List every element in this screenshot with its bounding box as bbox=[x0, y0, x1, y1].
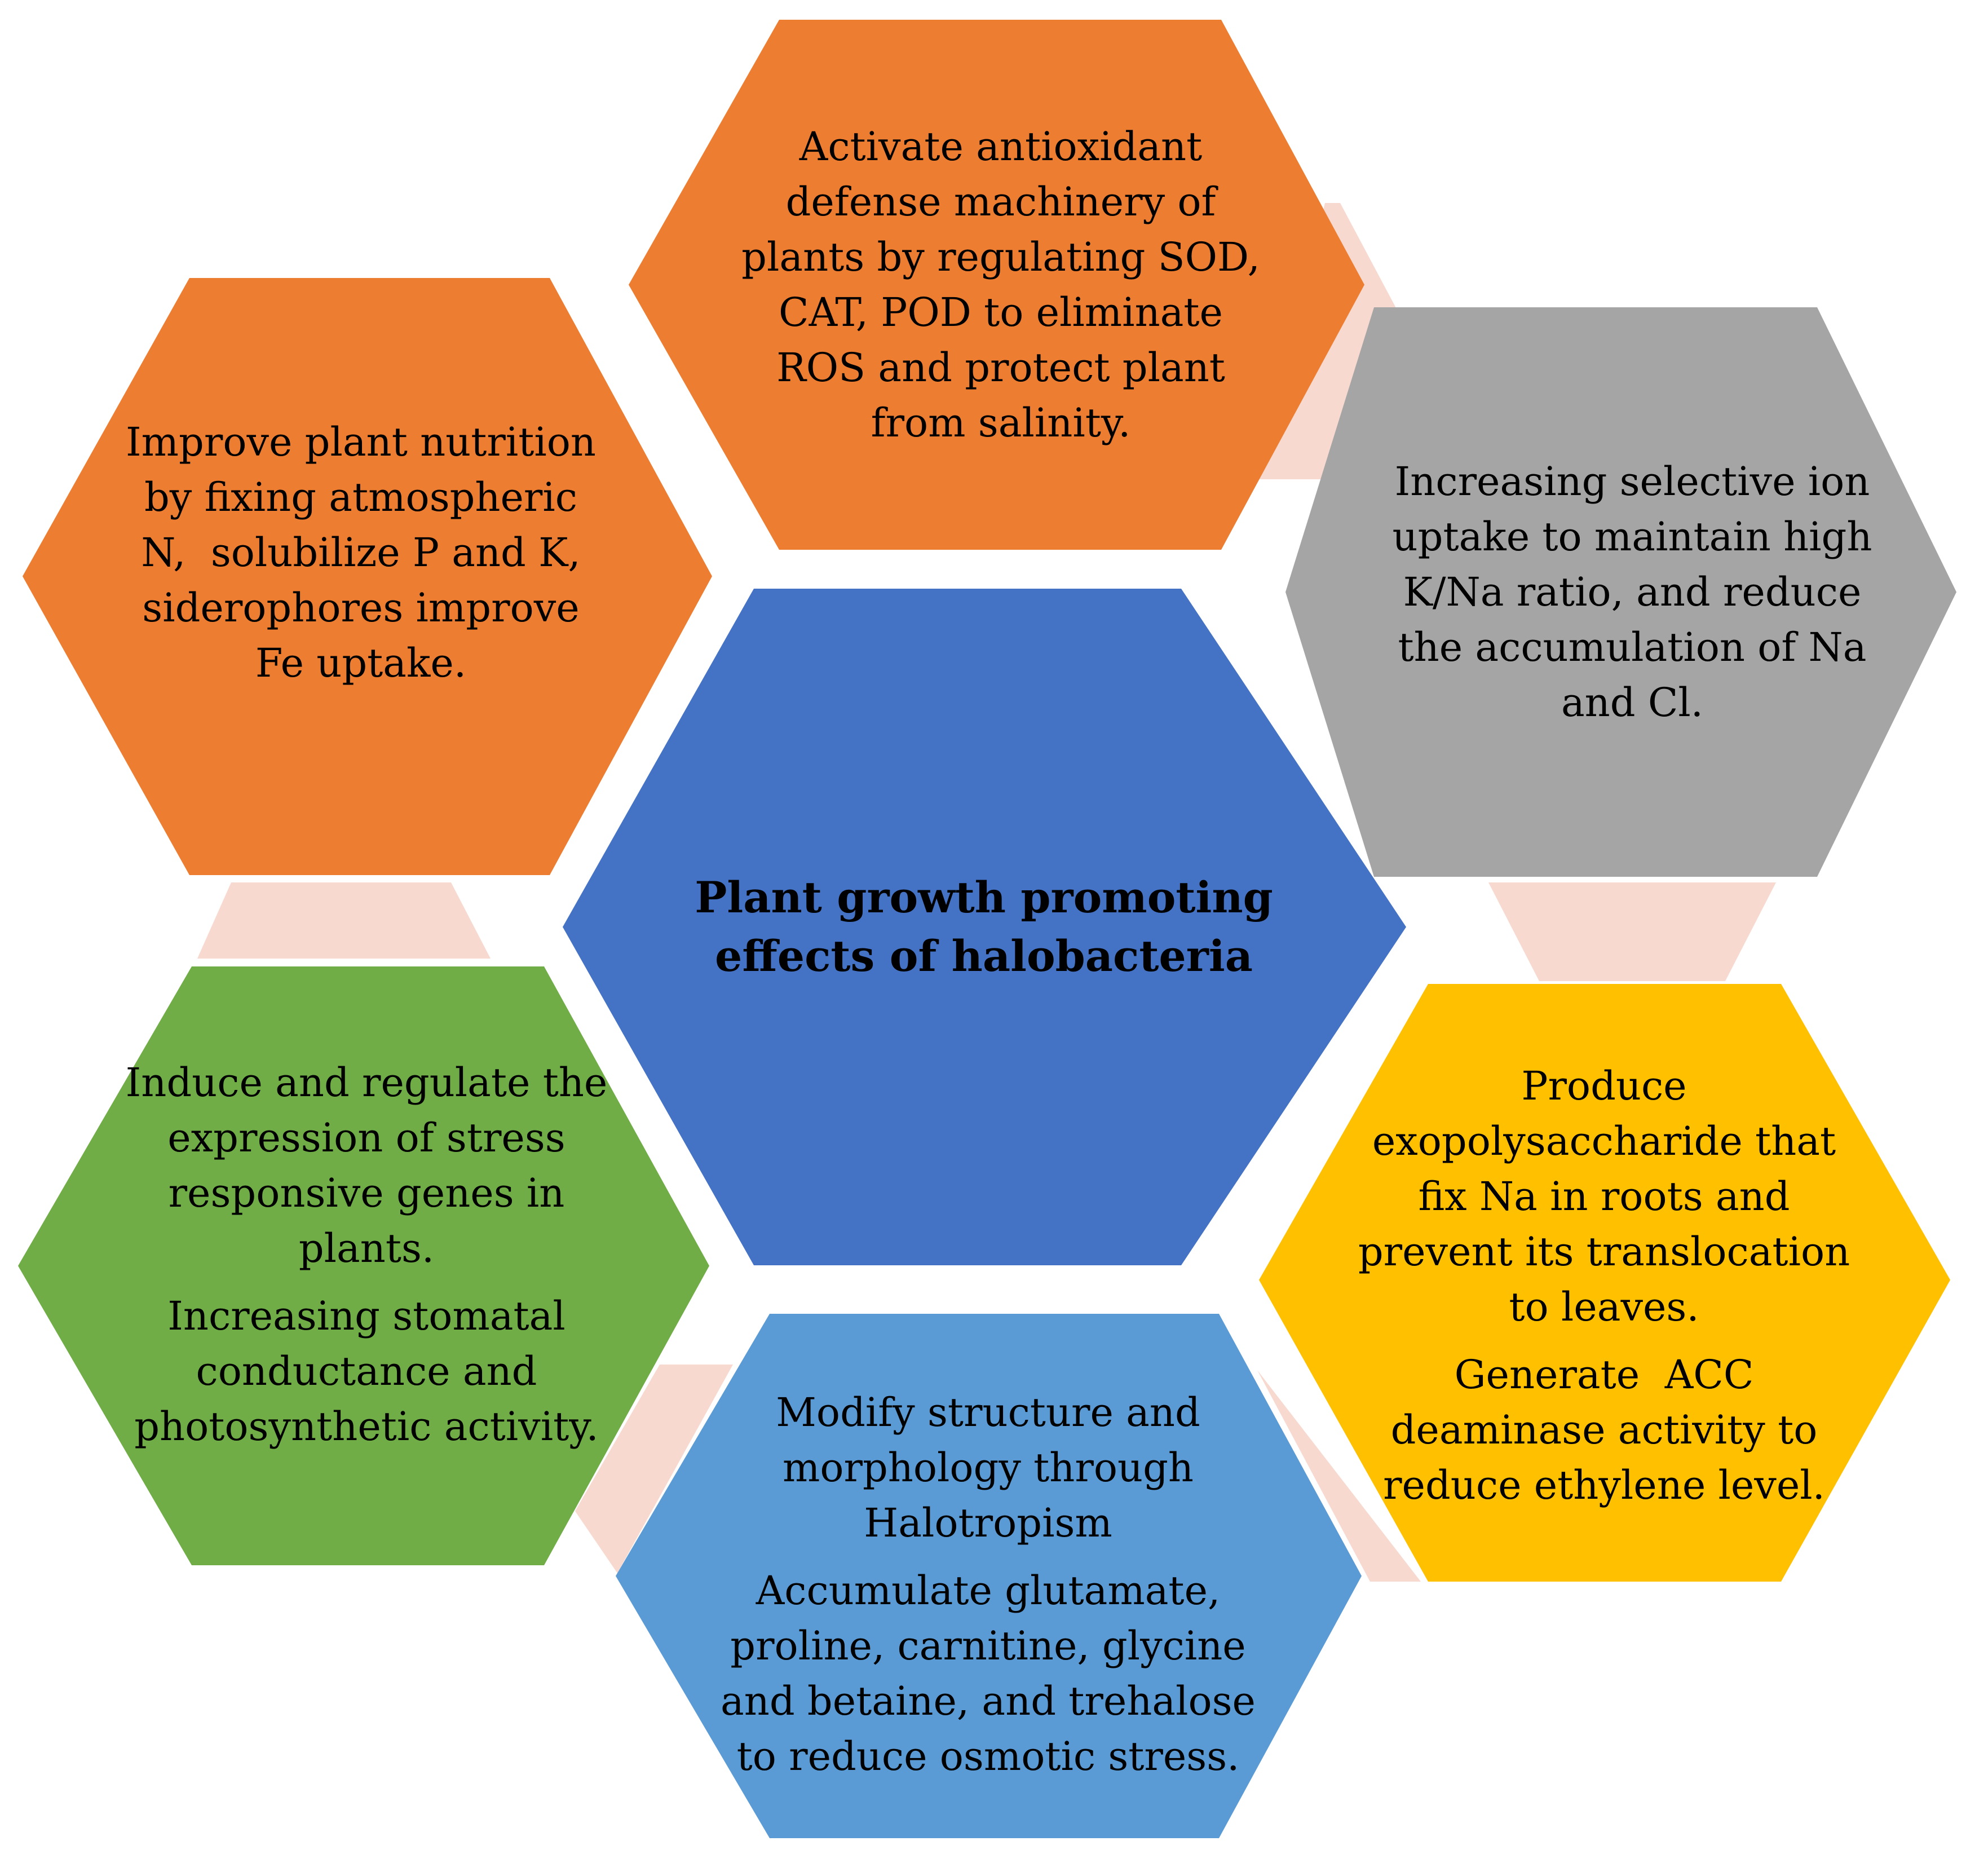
hexagon-text-nutrition-line: N, solubilize P and K, bbox=[141, 529, 581, 576]
hexagon-text-exopolysaccharide-line: deaminase activity to bbox=[1390, 1407, 1818, 1453]
hexagon-text-antioxidant-paragraph: Activate antioxidant defense machinery of… bbox=[741, 119, 1260, 451]
hexagon-text-antioxidant-line: CAT, POD to eliminate bbox=[779, 289, 1223, 335]
connector-stress-nutrition bbox=[197, 882, 491, 959]
hexagon-text-stress-genes-paragraph: Increasing stomatal conductance and photos… bbox=[134, 1288, 599, 1454]
hexagon-text-halotropism-line: proline, carnitine, glycine bbox=[730, 1623, 1246, 1669]
hexagon-nutrition bbox=[23, 278, 712, 875]
hexagon-text-nutrition-line: Improve plant nutrition bbox=[126, 419, 596, 465]
hexagon-text-nutrition-line: by fixing atmospheric bbox=[144, 474, 577, 520]
hexagon-text-halotropism-line: and betaine, and trehalose bbox=[721, 1678, 1256, 1724]
hexagon-text-antioxidant-line: plants by regulating SOD, bbox=[741, 234, 1260, 280]
hexagon-text-stress-genes-line: Increasing stomatal bbox=[167, 1293, 566, 1339]
hexagon-text-exopolysaccharide-line: exopolysaccharide that bbox=[1372, 1118, 1836, 1164]
hexagon-text-nutrition-line: Fe uptake. bbox=[255, 640, 467, 686]
hexagon-stress-genes bbox=[18, 966, 709, 1565]
hexagon-text-ion-uptake-line: K/Na ratio, and reduce bbox=[1403, 569, 1862, 615]
hexagon-text-stress-genes-line: expression of stress bbox=[167, 1115, 566, 1161]
hexagon-text-nutrition-line: siderophores improve bbox=[142, 585, 580, 631]
hexagon-text-exopolysaccharide-paragraph: Generate ACC deaminase activity to reduce … bbox=[1383, 1347, 1825, 1513]
hexagon-text-exopolysaccharide-paragraph: Produce exopolysaccharide that fix Na in r… bbox=[1358, 1058, 1850, 1335]
hexagon-text-stress-genes-line: Induce and regulate the bbox=[125, 1059, 608, 1106]
hexagon-text-halotropism-line: Halotropism bbox=[864, 1500, 1112, 1546]
hexagon-antioxidant bbox=[629, 20, 1364, 550]
hexagon-text-stress-genes: Induce and regulate the expression of str… bbox=[68, 1043, 665, 1466]
hexagon-text-stress-genes-line: photosynthetic activity. bbox=[134, 1403, 599, 1450]
hexagon-text-halotropism-paragraph: Accumulate glutamate, proline, carnitine,… bbox=[721, 1563, 1256, 1784]
hexagon-exopolysaccharide bbox=[1259, 984, 1950, 1582]
hexagon-text-nutrition: Improve plant nutrition by fixing atmosph… bbox=[85, 406, 637, 699]
hexagon-text-exopolysaccharide-line: to leaves. bbox=[1509, 1284, 1699, 1330]
hexagon-text-exopolysaccharide-line: reduce ethylene level. bbox=[1383, 1462, 1825, 1508]
hexagon-text-antioxidant-line: defense machinery of bbox=[785, 179, 1216, 225]
hexagon-text-antioxidant-line: from salinity. bbox=[871, 400, 1131, 446]
hexagon-text-stress-genes-line: conductance and bbox=[196, 1348, 537, 1394]
hexagon-text-halotropism-line: Modify structure and bbox=[776, 1389, 1200, 1436]
center-title-line: Plant growth promoting bbox=[695, 872, 1273, 922]
hexagon-text-exopolysaccharide-line: fix Na in roots and bbox=[1418, 1173, 1790, 1220]
hexagon-text-halotropism-line: to reduce osmotic stress. bbox=[736, 1733, 1240, 1780]
hexagon-text-exopolysaccharide: Produce exopolysaccharide that fix Na in r… bbox=[1319, 1054, 1889, 1517]
center-title-line: effects of halobacteria bbox=[715, 931, 1253, 981]
hexagon-text-exopolysaccharide-line: Produce bbox=[1521, 1063, 1687, 1109]
hexagon-text-halotropism-line: morphology through bbox=[783, 1445, 1194, 1491]
hexagon-text-exopolysaccharide-line: Generate ACC bbox=[1454, 1352, 1754, 1398]
hexagon-text-ion-uptake-line: and Cl. bbox=[1561, 679, 1704, 726]
hexagon-text-exopolysaccharide-line: prevent its translocation bbox=[1358, 1229, 1850, 1275]
hexagon-text-stress-genes-line: responsive genes in bbox=[168, 1170, 565, 1216]
hexagon-text-nutrition-paragraph: Improve plant nutrition by fixing atmosph… bbox=[126, 414, 596, 691]
hexagon-ion-uptake bbox=[1285, 307, 1956, 877]
hexagon-text-antioxidant-line: Activate antioxidant bbox=[799, 123, 1203, 170]
hexagon-text-ion-uptake-line: Increasing selective ion bbox=[1394, 458, 1870, 505]
hexagon-text-ion-uptake-line: uptake to maintain high bbox=[1392, 514, 1872, 560]
hexagon-text-stress-genes-paragraph: Induce and regulate the expression of str… bbox=[126, 1055, 608, 1276]
hexagon-text-ion-uptake-paragraph: Increasing selective ion uptake to mainta… bbox=[1393, 454, 1872, 730]
hexagon-text-ion-uptake-line: the accumulation of Na bbox=[1398, 624, 1867, 670]
center-title: Plant growth promoting effects of halobac… bbox=[643, 701, 1325, 1153]
hexagon-center bbox=[563, 589, 1406, 1265]
hexagon-text-antioxidant: Activate antioxidant defense machinery of… bbox=[671, 90, 1331, 479]
center-title-paragraph: Plant growth promoting effects of halobac… bbox=[695, 868, 1273, 986]
hexagon-text-halotropism-line: Accumulate glutamate, bbox=[756, 1568, 1221, 1614]
hexagon-text-ion-uptake: Increasing selective ion uptake to mainta… bbox=[1314, 434, 1951, 750]
connector-halotropism-stress bbox=[575, 1365, 733, 1573]
hexagon-text-stress-genes-line: plants. bbox=[298, 1225, 435, 1271]
connector-ion-exopoly bbox=[1488, 882, 1776, 981]
hexagon-halotropism bbox=[616, 1314, 1362, 1838]
hexagon-text-antioxidant-line: ROS and protect plant bbox=[776, 345, 1225, 391]
